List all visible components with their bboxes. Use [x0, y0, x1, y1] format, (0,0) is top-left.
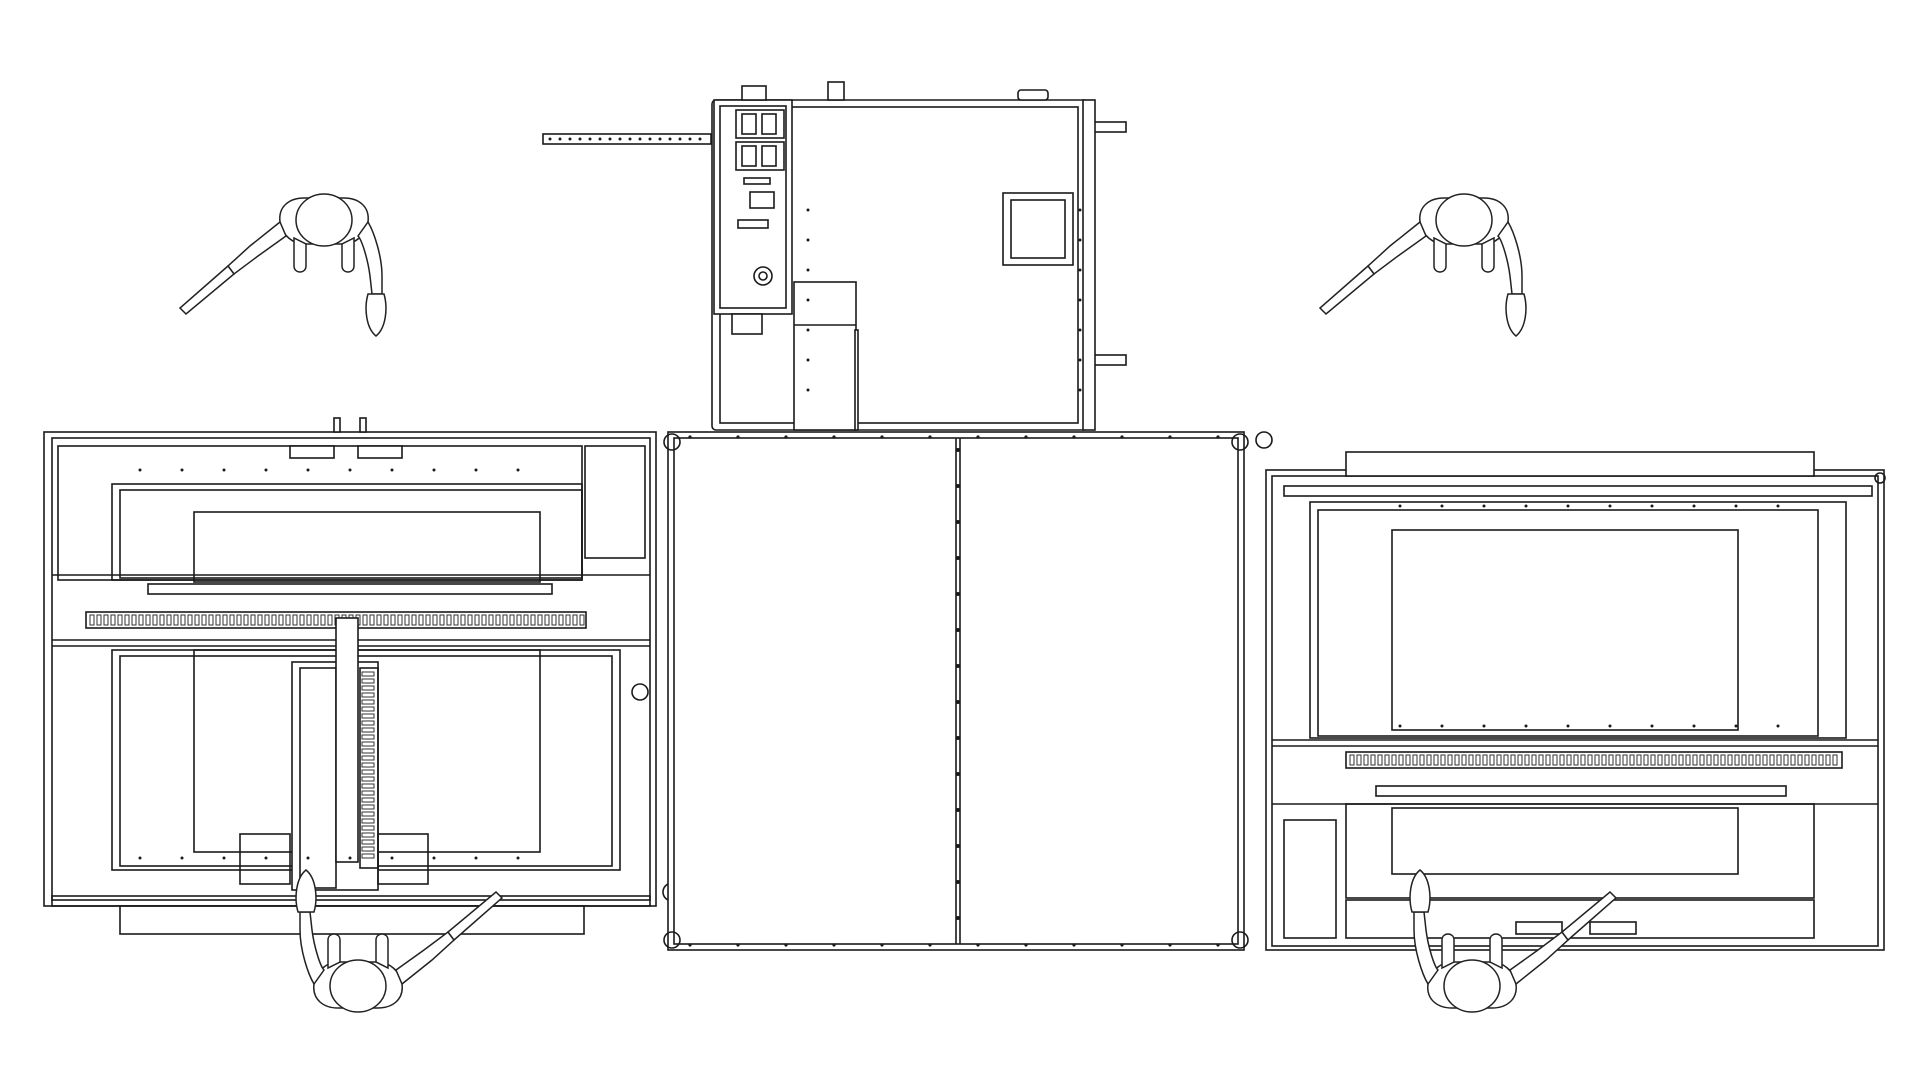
operator-top-left: [179, 193, 387, 337]
control-panel: [713, 85, 793, 335]
left-workstation: [43, 417, 682, 935]
control-cabinet: [711, 81, 1096, 431]
operator-top-right: [1319, 193, 1527, 337]
center-table: [663, 431, 1249, 951]
mounting-rail: [542, 121, 1127, 366]
right-workstation: [1255, 431, 1886, 951]
